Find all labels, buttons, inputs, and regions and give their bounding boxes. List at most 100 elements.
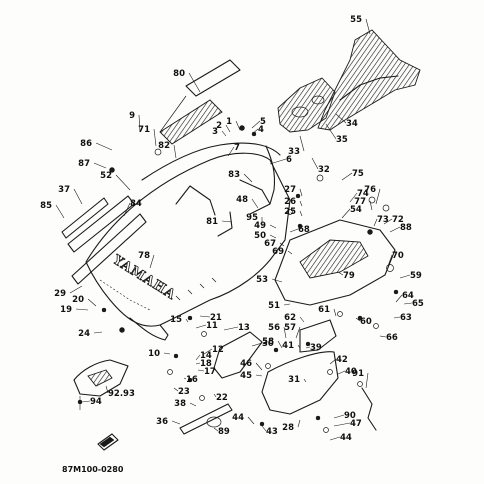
- leader-line: [399, 274, 411, 279]
- callout-44: 44: [232, 413, 244, 423]
- cable-part-91: [361, 387, 377, 431]
- arm-part-36: [179, 403, 233, 435]
- plate-part-80: [159, 59, 241, 145]
- callout-1: 1: [226, 117, 232, 127]
- leader-line: [341, 208, 351, 219]
- callout-54: 54: [350, 205, 362, 215]
- callout-78: 78: [138, 251, 150, 261]
- leader-line: [199, 315, 211, 318]
- callout-90: 90: [344, 411, 356, 421]
- leader-line: [279, 242, 285, 247]
- callout-92-93: 92.93: [108, 389, 135, 399]
- leader-line: [149, 254, 155, 269]
- callout-64: 64: [402, 291, 414, 301]
- callout-86: 86: [80, 139, 92, 149]
- leader-line: [271, 278, 283, 283]
- drawing-code: 87M100-0280: [62, 465, 124, 474]
- leader-line: [329, 436, 341, 441]
- callout-7: 7: [234, 143, 240, 153]
- callout-71: 71: [138, 125, 150, 135]
- callout-47: 47: [350, 419, 362, 429]
- callout-19: 19: [60, 305, 72, 315]
- callout-28: 28: [282, 423, 294, 433]
- leader-line: [183, 377, 187, 380]
- callout-20: 20: [72, 295, 84, 305]
- callout-70: 70: [392, 251, 404, 261]
- leader-line: [333, 422, 351, 427]
- callout-40: 40: [345, 367, 357, 377]
- leader-line: [303, 378, 307, 383]
- callout-65: 65: [412, 299, 424, 309]
- leader-line: [283, 303, 291, 306]
- callout-72: 72: [392, 215, 404, 225]
- leader-line: [341, 172, 353, 181]
- leader-line: [223, 326, 239, 331]
- leader-line: [221, 220, 233, 223]
- callout-27: 27: [284, 185, 296, 195]
- callout-68: 68: [298, 225, 310, 235]
- leader-line: [287, 250, 293, 255]
- callout-95: 95: [246, 213, 258, 223]
- leader-line: [305, 346, 311, 349]
- leader-line: [299, 188, 303, 197]
- callout-77: 77: [354, 197, 366, 207]
- leader-line: [247, 416, 255, 425]
- callout-80: 80: [173, 69, 185, 79]
- leader-line: [255, 374, 263, 377]
- callout-53: 53: [256, 275, 268, 285]
- callout-35: 35: [336, 135, 348, 145]
- leader-line: [227, 146, 235, 157]
- leader-line: [93, 162, 107, 169]
- callout-21: 21: [210, 313, 222, 323]
- leader-line: [251, 120, 261, 129]
- leader-line: [221, 130, 227, 137]
- callout-82: 82: [158, 141, 170, 151]
- callout-76: 76: [364, 185, 376, 195]
- callout-16: 16: [186, 375, 198, 385]
- leader-line: [188, 72, 201, 93]
- leader-line: [173, 144, 177, 159]
- leader-line: [277, 340, 283, 349]
- callout-2: 2: [216, 121, 222, 131]
- callout-52: 52: [100, 171, 112, 181]
- callout-18: 18: [200, 359, 212, 369]
- callout-14: 14: [200, 351, 212, 361]
- leader-line: [153, 128, 157, 147]
- leader-line: [269, 158, 287, 165]
- leader-line: [335, 113, 347, 124]
- leader-line: [393, 316, 401, 319]
- callout-79: 79: [343, 271, 355, 281]
- callout-58: 58: [262, 337, 274, 347]
- callout-5: 5: [260, 117, 266, 127]
- callout-63: 63: [400, 313, 412, 323]
- leader-line: [243, 173, 253, 183]
- callout-87: 87: [78, 159, 90, 169]
- leader-line: [337, 370, 346, 375]
- leader-line: [213, 427, 219, 432]
- callout-73: 73: [377, 215, 389, 225]
- leader-line: [95, 142, 113, 151]
- leader-line: [123, 202, 131, 217]
- leader-line: [297, 419, 301, 428]
- callout-34: 34: [346, 119, 358, 129]
- callout-85: 85: [40, 201, 52, 211]
- callout-46: 46: [240, 359, 252, 369]
- leader-line: [173, 387, 179, 392]
- callout-11: 11: [206, 321, 218, 331]
- callout-59: 59: [410, 271, 422, 281]
- leader-line: [255, 362, 263, 371]
- callout-33: 33: [288, 147, 300, 157]
- callout-60: 60: [360, 317, 372, 327]
- lower-panel-part: [274, 219, 396, 306]
- leader-line: [171, 420, 181, 425]
- callout-10: 10: [148, 349, 160, 359]
- callout-32: 32: [318, 165, 330, 175]
- leader-line: [329, 358, 337, 365]
- leader-line: [195, 354, 201, 361]
- leader-line: [373, 218, 378, 227]
- callout-13: 13: [238, 323, 250, 333]
- leader-line: [389, 226, 401, 233]
- callout-84: 84: [130, 199, 142, 209]
